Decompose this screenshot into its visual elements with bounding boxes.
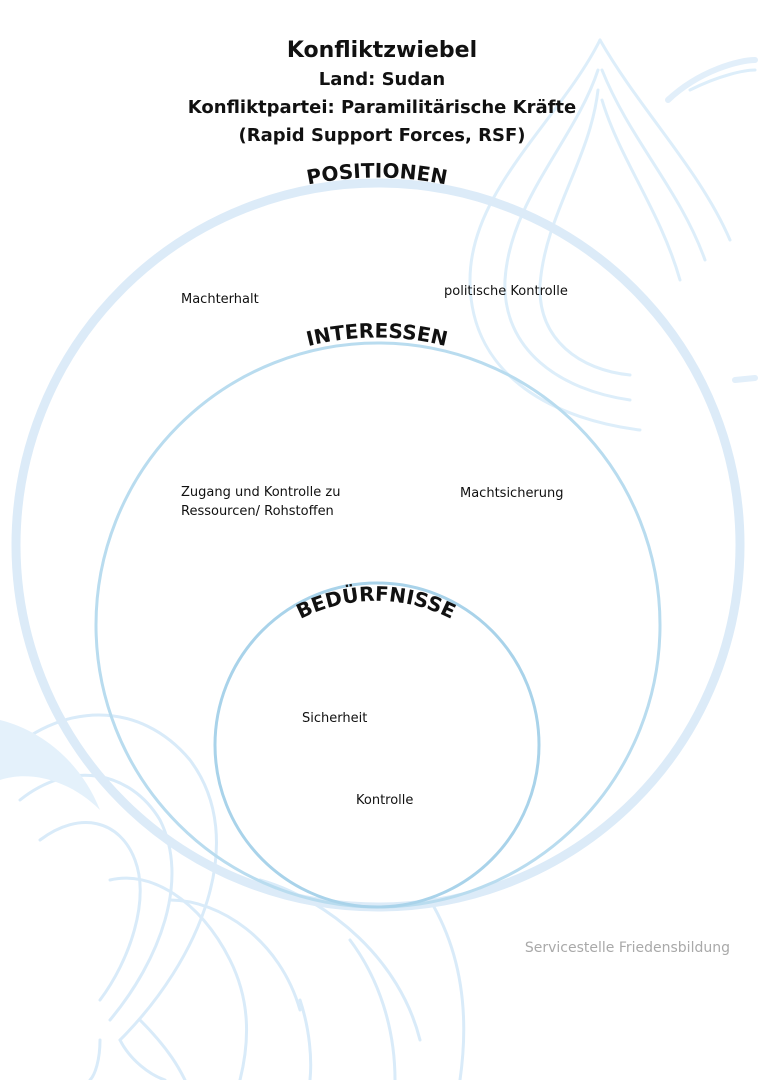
inner-ring-beduerfnisse (213, 581, 541, 909)
label-interessen: INTERESSEN (304, 318, 450, 351)
diagram-header: Konfliktzwiebel Land: Sudan Konfliktpart… (0, 36, 764, 150)
need-item-sicherheit: Sicherheit (302, 711, 368, 726)
watermark-bottom-outline (0, 713, 218, 1042)
watermark-top-outline (598, 38, 732, 242)
party-detail-line: (Rapid Support Forces, RSF) (238, 125, 526, 146)
position-item-machterhalt: Machterhalt (181, 292, 259, 307)
party-line: Konfliktpartei: Paramilitärische Kräfte (187, 97, 577, 118)
position-item-politische-kontrolle: politische Kontrolle (444, 284, 568, 299)
diagram-title: Konfliktzwiebel (286, 38, 478, 63)
country-line: Land: Sudan (318, 69, 446, 90)
need-item-kontrolle: Kontrolle (356, 793, 414, 808)
middle-ring-interessen (94, 341, 662, 909)
footer-credit: Servicestelle Friedensbildung (524, 940, 730, 956)
watermark-bottom-fill (0, 720, 100, 810)
interest-item-machtsicherung: Machtsicherung (460, 486, 564, 501)
watermark-top-outline (468, 38, 642, 432)
interest-item-ressourcen: Zugang und Kontrolle zu Ressourcen/ Rohs… (181, 485, 341, 519)
label-beduerfnisse: BEDÜRFNISSE (293, 582, 460, 624)
